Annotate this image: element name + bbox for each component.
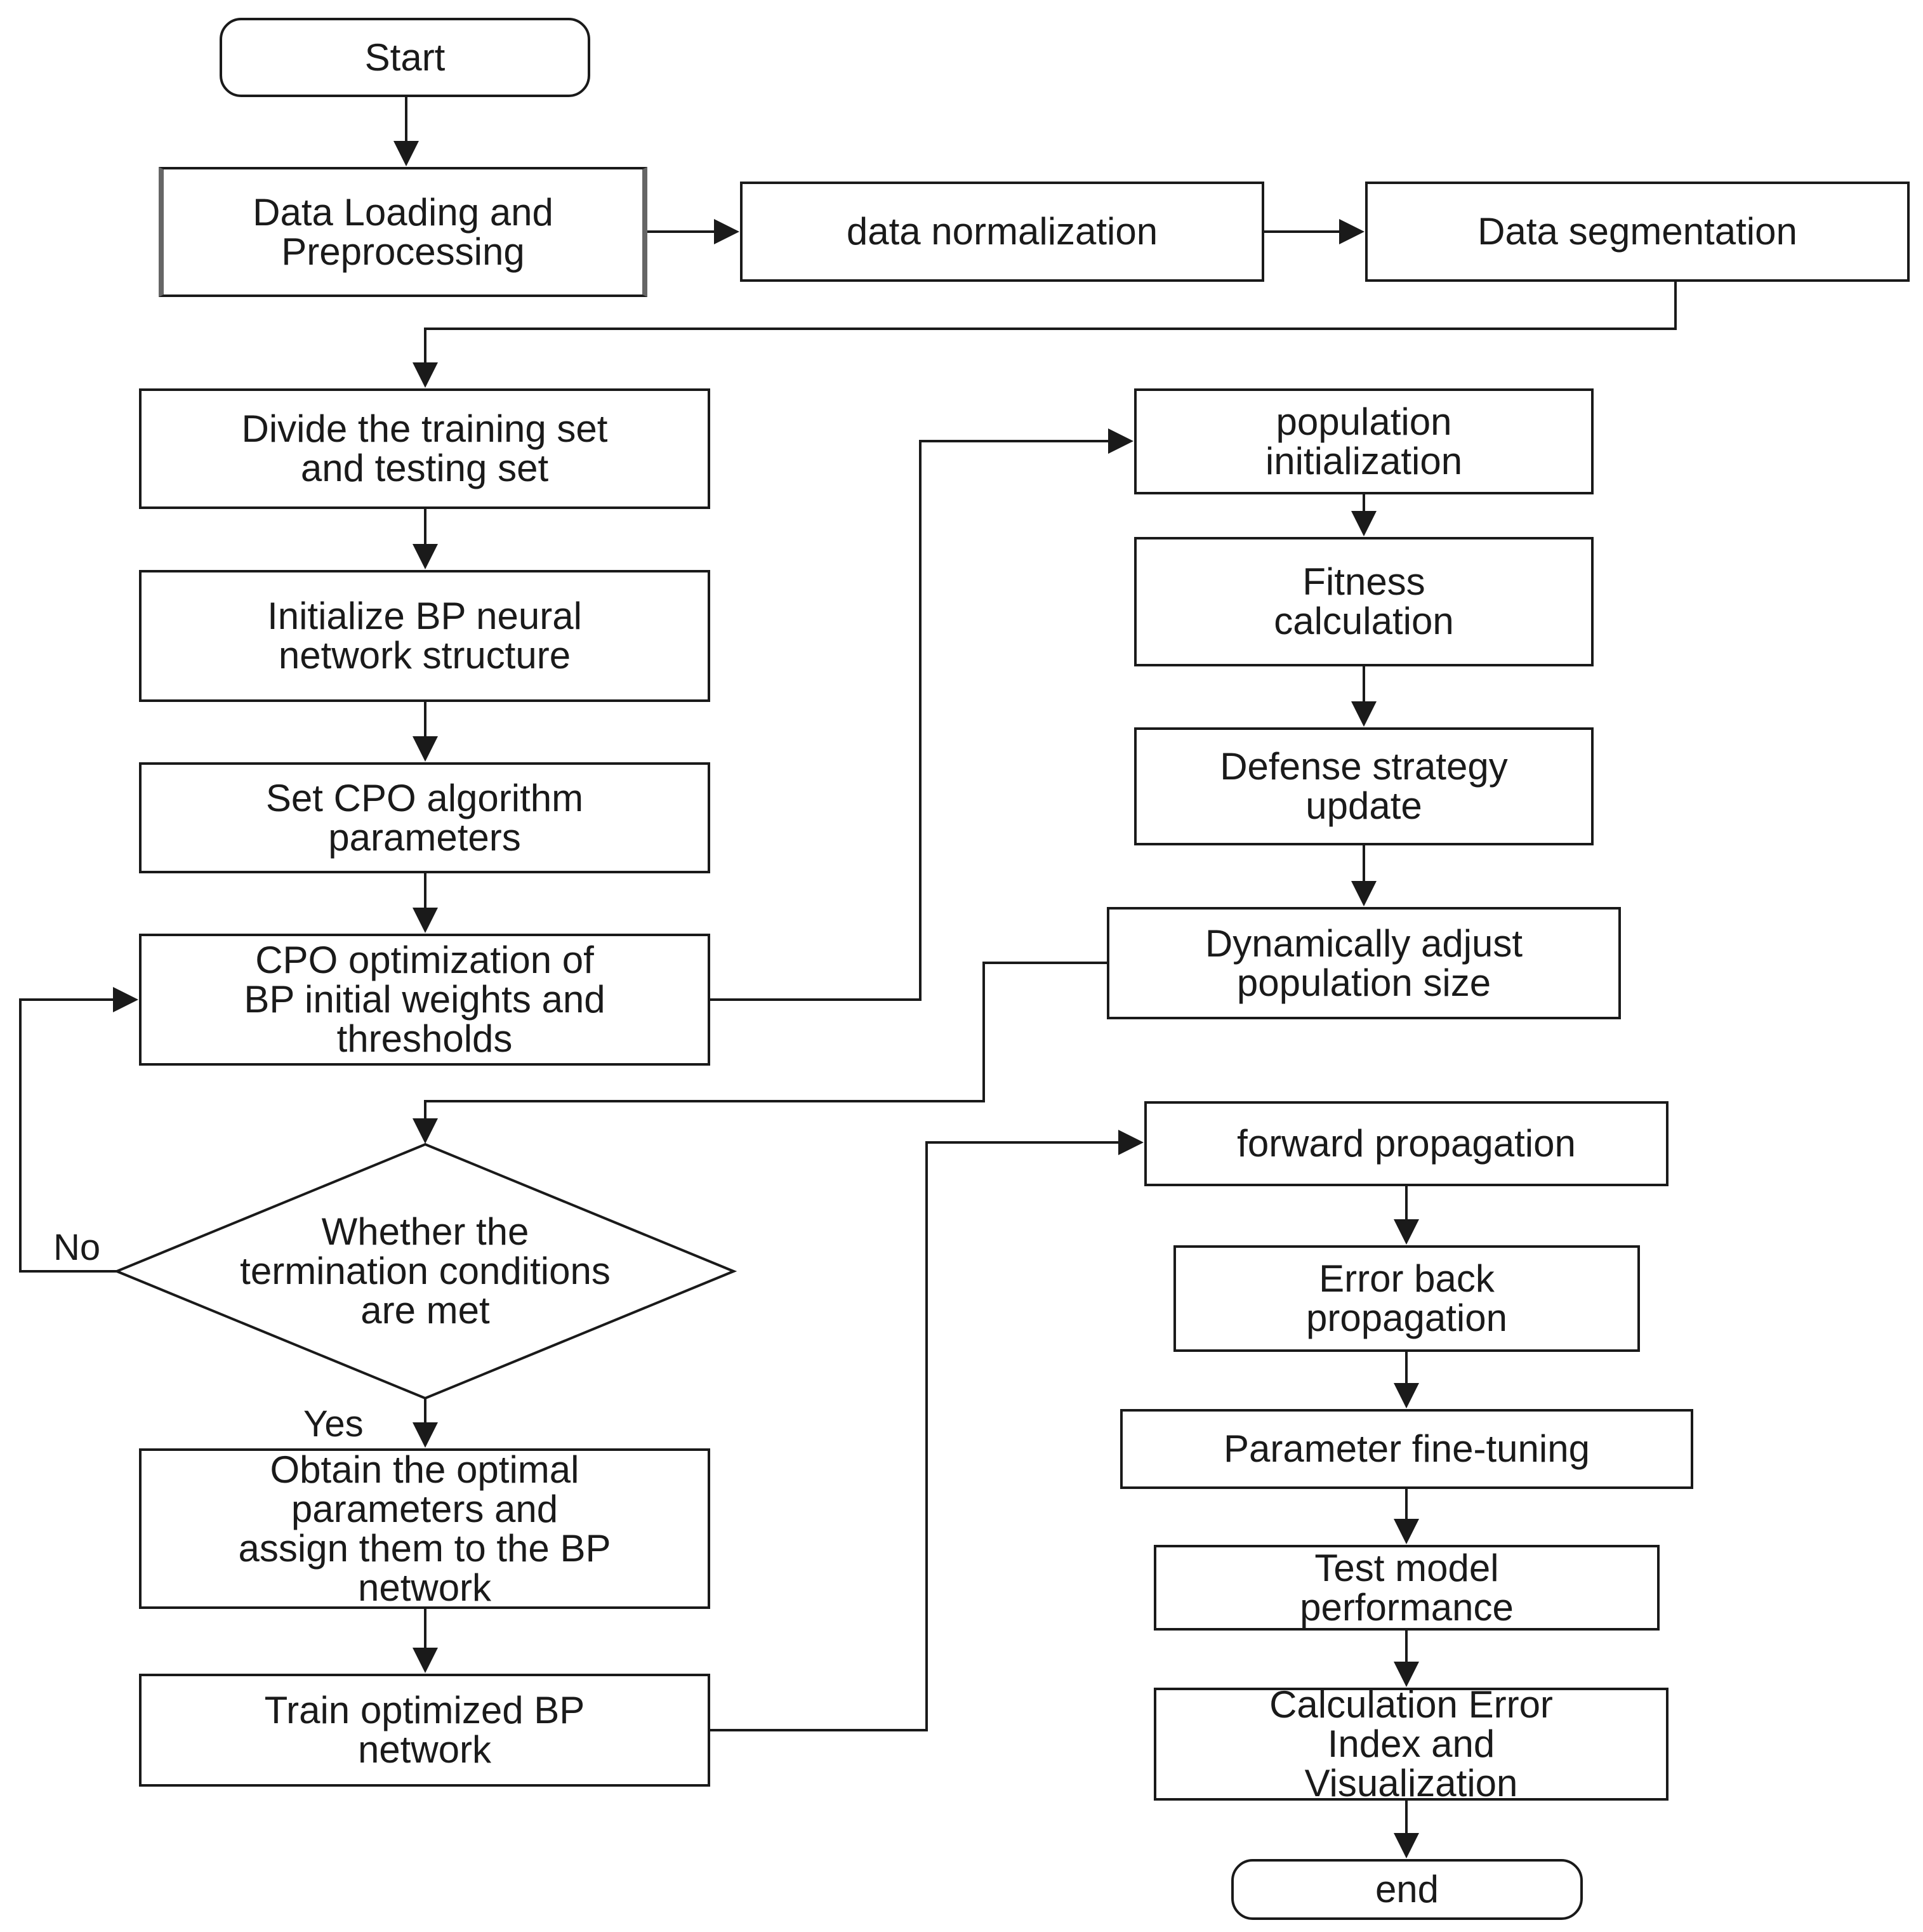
segment-to-divide-arrow [413, 282, 1677, 388]
dynamic-to-decision-arrow [413, 962, 1107, 1144]
train-bp-node: Train optimized BP network [139, 1674, 710, 1787]
error-back-node: Error back propagation [1173, 1245, 1640, 1352]
cpo-to-population-arrow [710, 428, 1133, 1001]
train-to-forward-arrow [710, 1130, 1144, 1731]
defense-strategy-node: Defense strategy update [1134, 727, 1594, 845]
yes-label: Yes [303, 1403, 364, 1445]
calc-error-node: Calculation Error Index and Visualizatio… [1154, 1685, 1669, 1803]
data-normalization-node: data normalization [740, 182, 1264, 282]
obtain-params-node: Obtain the optimal parameters and assign… [139, 1448, 710, 1609]
no-loop-arrow [19, 987, 138, 1273]
divide-sets-node: Divide the training set and testing set [139, 388, 710, 509]
test-model-node: Test model performance [1154, 1545, 1660, 1631]
decision-text: Whether the termination conditions are m… [240, 1210, 611, 1332]
cpo-optimization-node: CPO optimization of BP initial weights a… [139, 934, 710, 1066]
end-node: end [1231, 1859, 1583, 1920]
population-init-node: population initialization [1134, 388, 1594, 494]
forward-propagation-node: forward propagation [1144, 1101, 1669, 1186]
dynamic-adjust-node: Dynamically adjust population size [1107, 907, 1621, 1019]
init-bp-node: Initialize BP neural network structure [139, 570, 710, 702]
data-segmentation-node: Data segmentation [1365, 182, 1910, 282]
no-label: No [53, 1227, 101, 1268]
fitness-node: Fitness calculation [1134, 537, 1594, 666]
fine-tuning-node: Parameter fine-tuning [1120, 1409, 1693, 1489]
set-cpo-node: Set CPO algorithm parameters [139, 762, 710, 873]
arrow-group [19, 97, 1677, 1858]
start-node: Start [220, 18, 590, 97]
data-loading-node: Data Loading and Preprocessing [159, 167, 647, 297]
